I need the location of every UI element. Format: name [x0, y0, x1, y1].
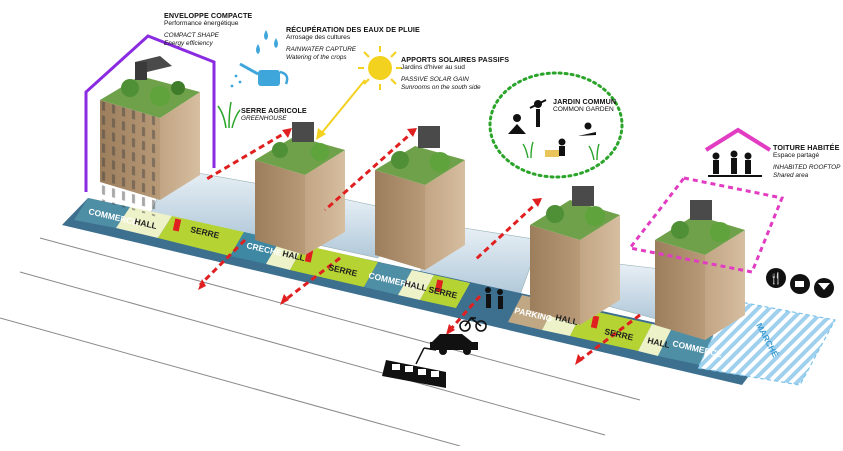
- watering-can-icon: [230, 62, 289, 88]
- rain-title: RÉCUPÉRATION DES EAUX DE PLUIE: [286, 25, 420, 34]
- rain-fr: Arrosage des cultures: [286, 34, 351, 42]
- roof-fr: Espace partagé: [773, 152, 820, 160]
- segment-serre-3: [420, 275, 470, 308]
- svg-text:🍴: 🍴: [769, 272, 783, 285]
- bicycle-icon: [459, 316, 487, 332]
- pedestrians-icon: [485, 287, 503, 309]
- envelope-fr: Performance énergétique: [164, 20, 239, 28]
- garden-en: COMMON GARDEN: [553, 106, 614, 114]
- greenhouse-title: SERRE AGRICOLE: [241, 106, 307, 115]
- segment-hall-5: [638, 324, 672, 356]
- coffee-icon: [790, 274, 810, 294]
- label-hall-3: HALL: [404, 278, 428, 293]
- annotation-roof: TOITURE HABITÉE Espace partagé INHABITED…: [773, 143, 841, 179]
- annotation-envelope: ENVELOPPE COMPACTE Performance énergétiq…: [164, 11, 253, 47]
- label-hall-4: HALL: [555, 312, 579, 327]
- sun-icon: [358, 46, 402, 90]
- label-hall-5: HALL: [647, 335, 671, 350]
- building-3: [375, 126, 465, 270]
- building-5: [655, 200, 745, 340]
- sun-ray-arrow: [319, 79, 366, 136]
- annotation-greenhouse: SERRE AGRICOLE GREENHOUSE: [241, 106, 307, 123]
- segment-serre-4: [570, 309, 652, 351]
- solar-en-2: Sunrooms on the south side: [401, 83, 481, 91]
- building-4: [530, 186, 620, 325]
- building-2: [255, 122, 345, 255]
- garden-grass-icon: [522, 141, 600, 161]
- street-lines: [0, 237, 641, 447]
- garden-title: JARDIN COMMUN: [553, 97, 617, 106]
- segment-commerce-1: [74, 198, 130, 228]
- envelope-en-1: COMPACT SHAPE: [164, 32, 219, 40]
- common-garden-outline: [488, 71, 624, 179]
- label-hall-1: HALL: [134, 216, 158, 231]
- segment-commerce-2: [364, 262, 412, 295]
- envelope-title: ENVELOPPE COMPACTE: [164, 11, 253, 20]
- annotation-garden: JARDIN COMMUN COMMON GARDEN: [553, 97, 617, 114]
- greenhouse-en: GREENHOUSE: [241, 115, 287, 123]
- people-icon: [508, 99, 596, 156]
- envelope-en-2: Energy efficiency: [164, 39, 213, 47]
- rain-en-1: RAINWATER CAPTURE: [286, 46, 357, 54]
- restaurant-icon: 🍴: [766, 268, 786, 288]
- rain-en-2: Watering of the crops: [286, 53, 347, 61]
- ground-labels: COMMERCE HALL SERRE CRECHE HALL SERRE CO…: [88, 206, 781, 359]
- compact-envelope-outline: [84, 34, 216, 192]
- annotation-solar: APPORTS SOLAIRES PASSIFS Jardins d'hiver…: [401, 55, 510, 91]
- roof-people-icon: [704, 127, 772, 177]
- solar-gain-arrows: [198, 128, 641, 362]
- car-icon: [430, 334, 478, 355]
- solar-fr: Jardins d'hiver au sud: [401, 64, 465, 72]
- arrow-heads: [198, 128, 583, 365]
- roof-en-1: INHABITED ROOFTOP: [773, 164, 841, 172]
- grass-icon: [217, 101, 241, 129]
- roof-en-2: Shared area: [773, 171, 809, 179]
- segment-hall-3: [398, 270, 434, 300]
- tram-icon: [382, 347, 446, 388]
- solar-en-1: PASSIVE SOLAR GAIN: [401, 76, 469, 84]
- cocktail-icon: [814, 278, 834, 298]
- rooftop-outline: [627, 176, 785, 274]
- label-hall-2: HALL: [282, 248, 306, 263]
- building-1: [100, 56, 200, 218]
- raindrops-icon: [256, 30, 278, 54]
- annotation-rain: RÉCUPÉRATION DES EAUX DE PLUIE Arrosage …: [286, 25, 420, 61]
- solar-title: APPORTS SOLAIRES PASSIFS: [401, 55, 510, 64]
- roof-title: TOITURE HABITÉE: [773, 143, 840, 152]
